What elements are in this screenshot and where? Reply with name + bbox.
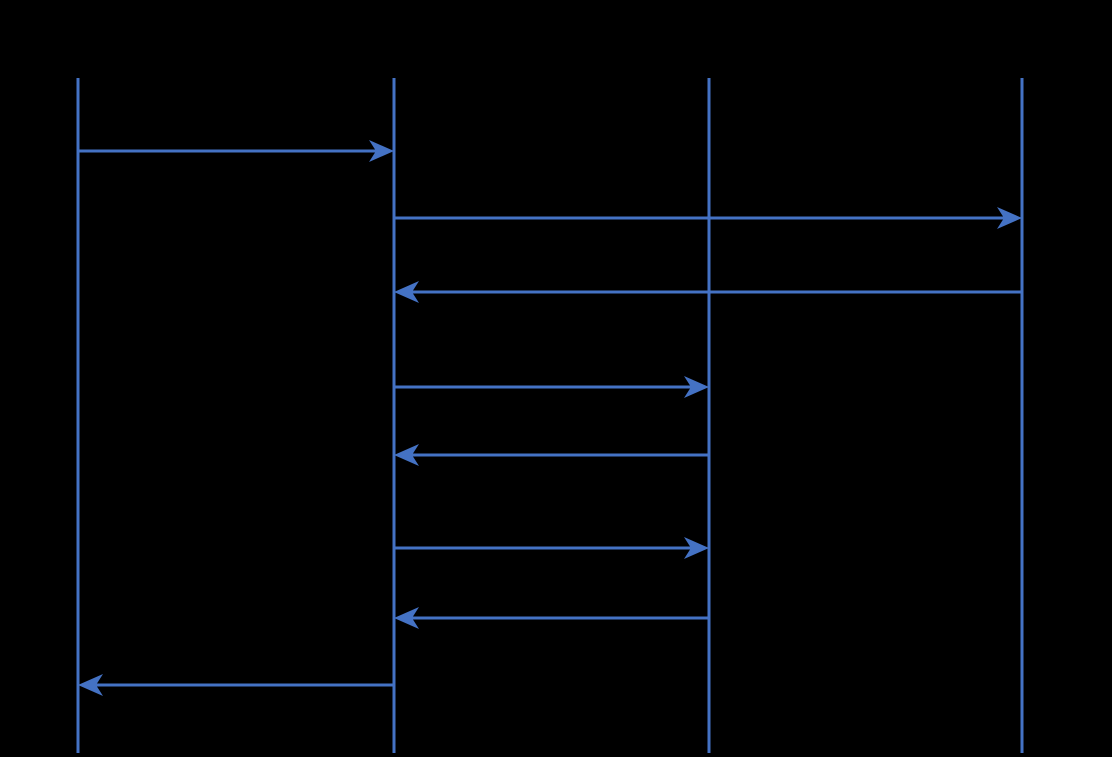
message-2-arrowhead-icon bbox=[997, 207, 1022, 229]
message-4-arrowhead-icon bbox=[684, 376, 709, 398]
message-7-arrowhead-icon bbox=[394, 607, 419, 629]
message-3-arrowhead-icon bbox=[394, 281, 419, 303]
message-1-arrowhead-icon bbox=[369, 140, 394, 162]
message-6-arrowhead-icon bbox=[684, 537, 709, 559]
message-5-arrowhead-icon bbox=[394, 444, 419, 466]
message-8-arrowhead-icon bbox=[78, 674, 103, 696]
